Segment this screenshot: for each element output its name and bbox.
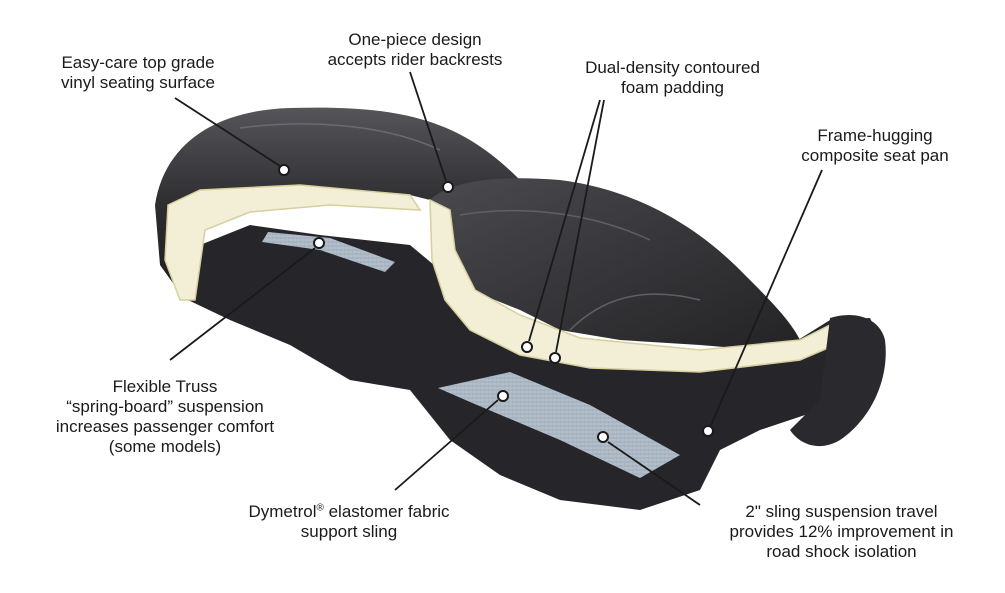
seat-pan-shell [188, 225, 880, 510]
dymetrol-desc: elastomer fabric [323, 502, 450, 521]
leader-seat-pan [710, 169, 823, 426]
leader-one-piece [409, 71, 447, 182]
rear-fender-flap [790, 314, 886, 447]
callout-truss-line3: increases passenger comfort [55, 417, 275, 436]
callout-truss-line2: “spring-board” suspension [66, 397, 264, 416]
callout-seat-pan-line1: Frame-hugging [817, 126, 933, 145]
callout-vinyl-line2: vinyl seating surface [60, 73, 216, 92]
leader-dymetrol [394, 399, 499, 491]
callout-truss-line1: Flexible Truss [112, 377, 218, 396]
marker-foam-1 [521, 341, 533, 353]
marker-sling-front [597, 431, 609, 443]
callout-sling-line1: 2" sling suspension travel [745, 502, 938, 521]
callout-vinyl-line1: Easy-care top grade [61, 53, 215, 72]
callout-sling: 2" sling suspension travel provides 12% … [704, 502, 979, 562]
callout-seat-pan: Frame-hugging composite seat pan [785, 126, 965, 166]
rear-foam-section [164, 184, 422, 301]
marker-truss [313, 237, 325, 249]
rider-seat-top [430, 178, 800, 350]
callout-one-piece: One-piece design accepts rider backrests [300, 30, 530, 70]
leader-vinyl [174, 97, 281, 167]
callout-one-piece-line2: accepts rider backrests [327, 50, 503, 69]
callout-truss: Flexible Truss “spring-board” suspension… [45, 377, 285, 457]
marker-foam-2 [549, 352, 561, 364]
callout-sling-line2: provides 12% improvement in [729, 522, 954, 541]
callout-one-piece-line1: One-piece design [348, 30, 482, 49]
dymetrol-brand: Dymetrol [248, 502, 317, 521]
leader-lines [169, 71, 823, 506]
registered-mark: ® [316, 502, 324, 514]
callout-dual-density: Dual-density contoured foam padding [560, 58, 785, 98]
callout-dual-density-line1: Dual-density contoured [585, 58, 760, 77]
passenger-seat-top [155, 107, 540, 301]
marker-one-piece [442, 181, 454, 193]
marker-seat-pan [702, 425, 714, 437]
leader-sling [607, 441, 701, 506]
leader-foam-a [528, 99, 601, 342]
callout-dual-density-line2: foam padding [620, 78, 725, 97]
callout-truss-line4: (some models) [108, 437, 222, 456]
rear-fabric-sling [262, 232, 395, 272]
marker-vinyl [278, 164, 290, 176]
callout-dymetrol: Dymetrol® elastomer fabric support sling [224, 502, 474, 542]
leader-truss [169, 247, 316, 361]
callout-seat-pan-line2: composite seat pan [801, 146, 949, 165]
callout-dymetrol-line2: support sling [300, 522, 398, 541]
rider-seat-seam-2 [459, 209, 651, 241]
rider-seat-seam [569, 293, 701, 331]
callout-vinyl: Easy-care top grade vinyl seating surfac… [38, 53, 238, 93]
callout-markers [278, 164, 714, 443]
marker-sling-rear [497, 390, 509, 402]
passenger-seat-seam [239, 123, 441, 151]
callout-sling-line3: road shock isolation [766, 542, 917, 561]
leader-foam-b [555, 99, 605, 353]
callout-dymetrol-line1: Dymetrol® elastomer fabric [224, 502, 474, 522]
